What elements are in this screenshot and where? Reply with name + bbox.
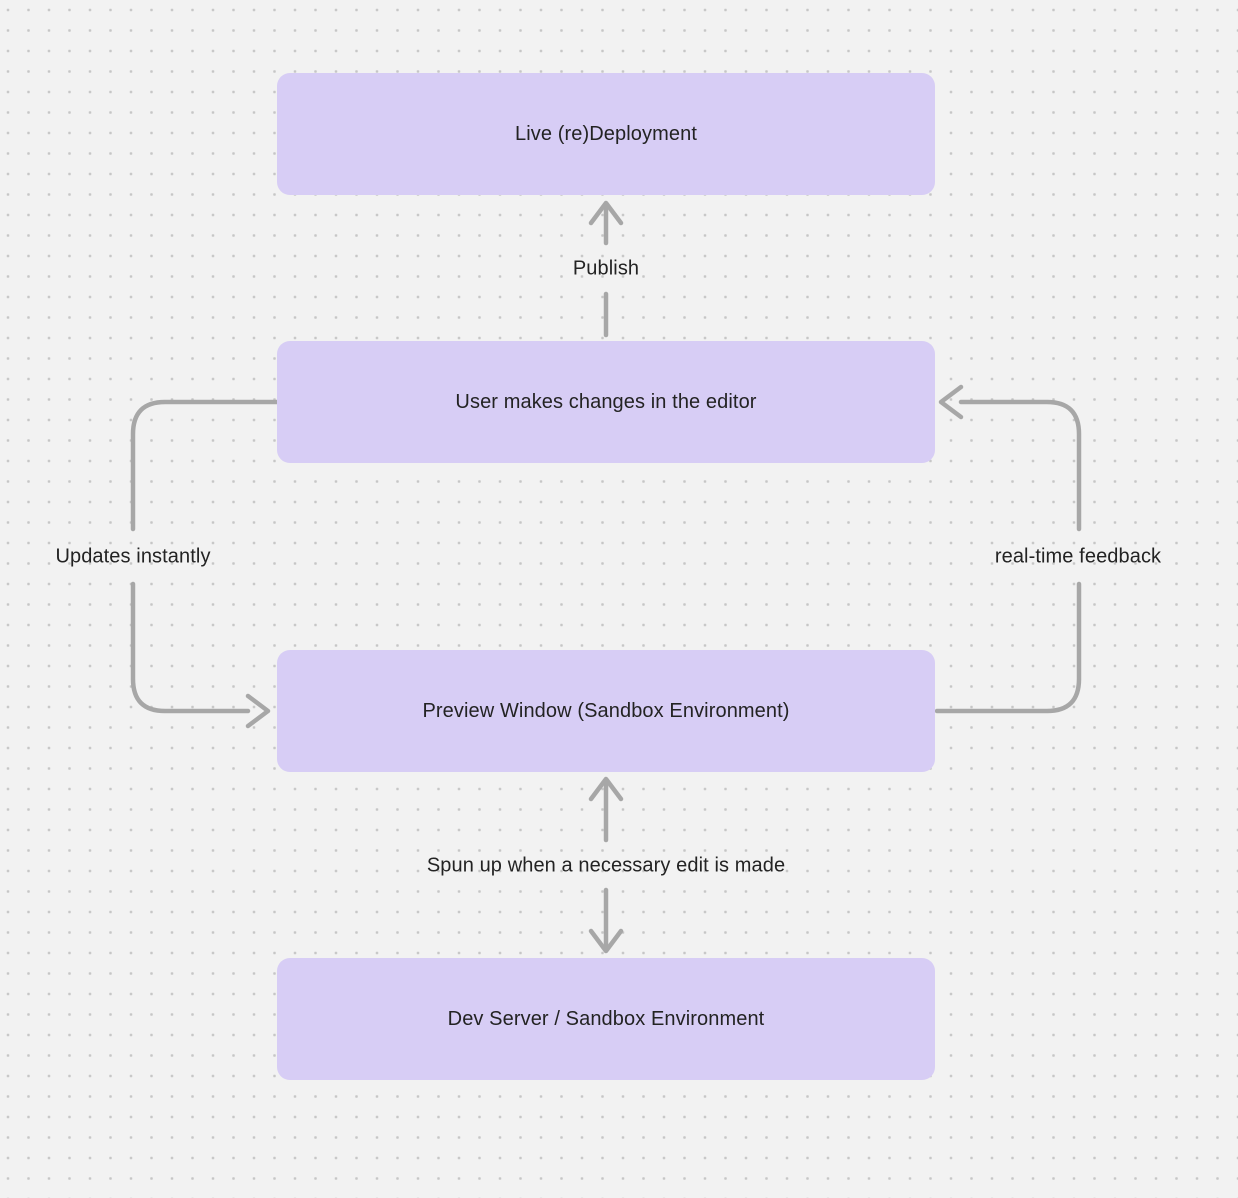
arrowhead-left-icon <box>938 384 964 420</box>
edge-spun-up[interactable] <box>588 776 624 954</box>
edge-publish[interactable] <box>588 200 624 338</box>
edge-feedback-line-upper[interactable] <box>958 399 1082 532</box>
edge-label-updates-instantly[interactable]: Updates instantly <box>55 545 211 568</box>
edge-updates-instantly[interactable] <box>130 399 280 729</box>
node-label: User makes changes in the editor <box>455 390 757 413</box>
arrowhead-up-icon <box>588 776 624 802</box>
node-user-editor[interactable]: User makes changes in the editor <box>277 341 935 463</box>
node-label: Dev Server / Sandbox Environment <box>447 1007 765 1030</box>
edge-feedback-line-lower[interactable] <box>934 581 1082 714</box>
edge-label-publish[interactable]: Publish <box>572 257 640 280</box>
edge-label-spun-up[interactable]: Spun up when a necessary edit is made <box>426 854 786 877</box>
edge-label-real-time-feedback[interactable]: real-time feedback <box>994 545 1162 568</box>
arrowhead-up-icon <box>588 200 624 226</box>
edge-updates-line-upper[interactable] <box>130 399 280 532</box>
edge-updates-line-lower[interactable] <box>130 581 251 714</box>
node-preview-window[interactable]: Preview Window (Sandbox Environment) <box>277 650 935 772</box>
arrowhead-down-icon <box>588 928 624 954</box>
node-live-redeployment[interactable]: Live (re)Deployment <box>277 73 935 195</box>
edge-real-time-feedback[interactable] <box>934 384 1082 714</box>
node-dev-server[interactable]: Dev Server / Sandbox Environment <box>277 958 935 1080</box>
arrowhead-right-icon <box>245 693 271 729</box>
node-label: Live (re)Deployment <box>515 122 697 145</box>
node-label: Preview Window (Sandbox Environment) <box>422 699 790 722</box>
